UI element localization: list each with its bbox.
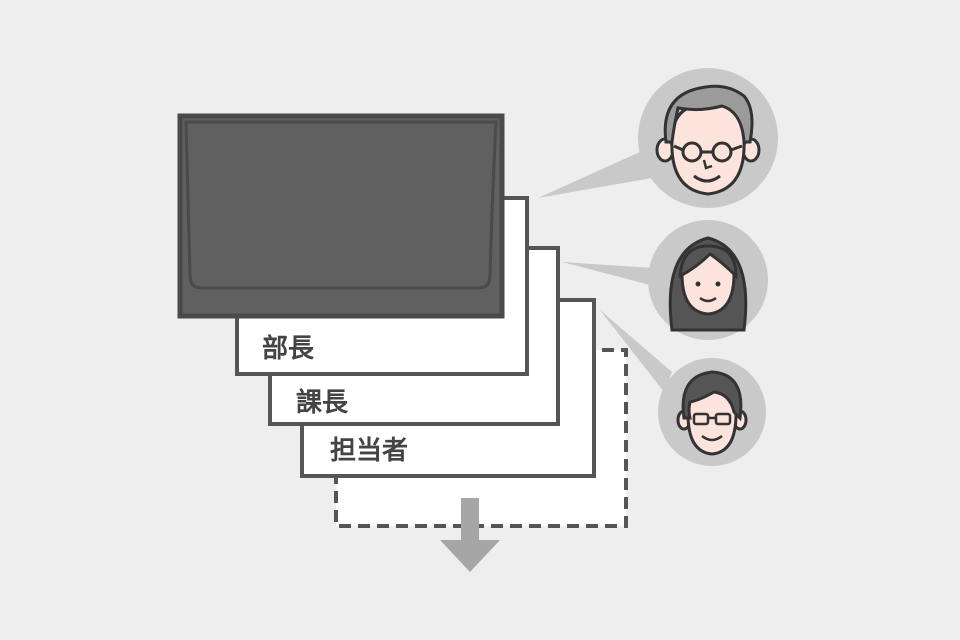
senior-man-with-glasses-avatar-icon [638,68,778,208]
speech-tail-young [600,310,672,392]
label-tanto: 担当者 [330,436,409,466]
top-document-card [177,113,505,319]
speech-tail-senior [538,152,652,198]
young-man-with-glasses-avatar-icon [658,358,766,466]
speech-tail-woman [562,262,654,286]
woman-avatar-icon [648,220,768,340]
down-arrow-icon [440,498,500,572]
label-bucho: 部長 [262,334,315,364]
label-kacho: 課長 [296,388,349,418]
